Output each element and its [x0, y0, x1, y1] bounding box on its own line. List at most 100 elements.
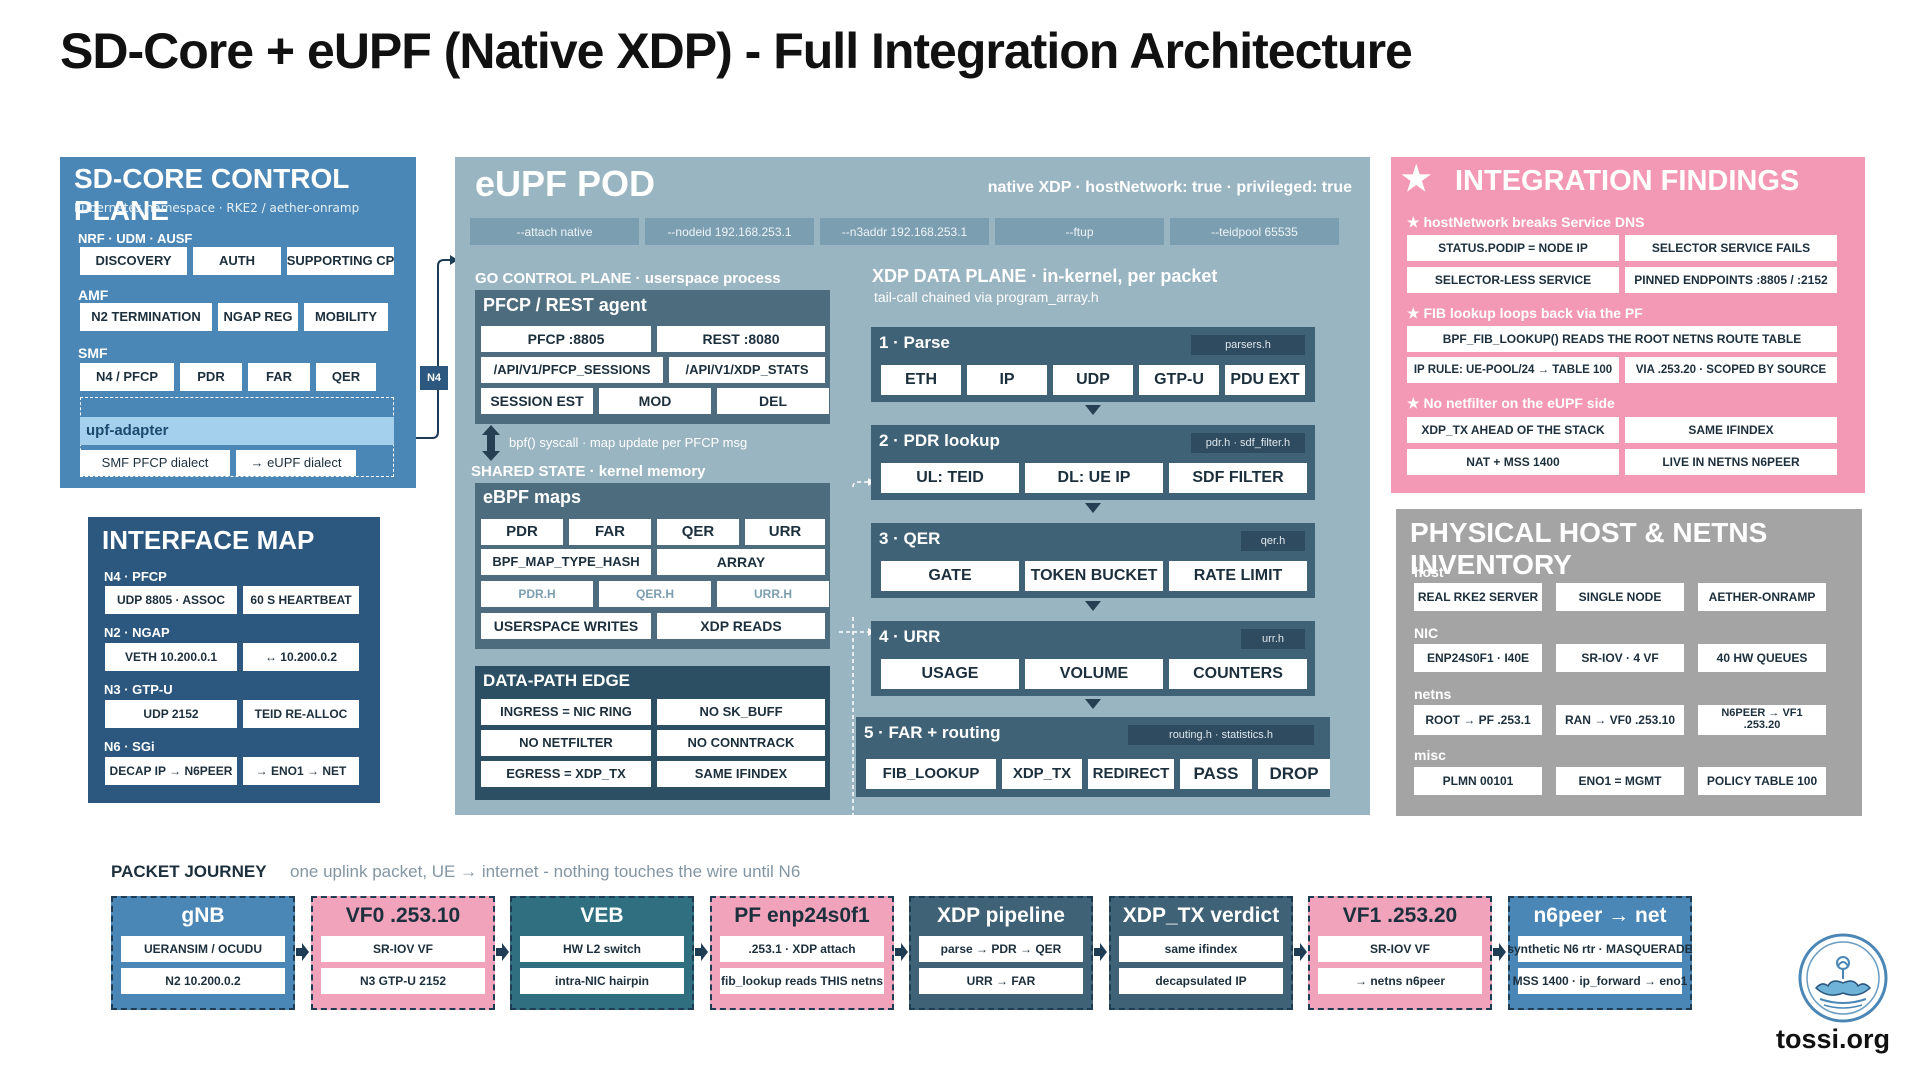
smf-pdr: PDR	[180, 363, 242, 391]
stage-pdr-tag: pdr.h · sdf_filter.h	[1191, 433, 1305, 453]
urr-usage: USAGE	[881, 659, 1019, 689]
stage-parse-tag: parsers.h	[1191, 335, 1305, 355]
netns-group-label: netns	[1414, 686, 1452, 702]
nrf-discovery: DISCOVERY	[80, 247, 187, 275]
amf-ngap-reg: NGAP REG	[218, 303, 298, 331]
brand-name: tossi.org	[1776, 1024, 1891, 1054]
journey-box-title: PF enp24s0f1	[734, 904, 870, 927]
amf-mobility: MOBILITY	[304, 303, 388, 331]
shared-state-header: SHARED STATE · kernel memory	[471, 463, 706, 480]
upf-adapter-label: upf-adapter	[80, 417, 394, 445]
if-n6-eno1: → ENO1 → NET	[243, 757, 359, 785]
session-del: DEL	[717, 388, 829, 414]
journey-box-title: gNB	[181, 904, 225, 927]
eupf-title: eUPF POD	[475, 163, 656, 204]
parse-udp: UDP	[1053, 365, 1133, 395]
stage-qer: 3 · QER qer.h GATE TOKEN BUCKET RATE LIM…	[871, 523, 1315, 598]
journey-arrow-icon	[1294, 943, 1307, 961]
finding-netfilter-label: ★ No netfilter on the eUPF side	[1407, 395, 1615, 411]
map-type-array: ARRAY	[657, 549, 825, 575]
stage-parse-title: 1 · Parse	[879, 333, 950, 352]
api-xdp-stats: /API/V1/XDP_STATS	[669, 357, 825, 383]
edge-no-netfilter: NO NETFILTER	[481, 730, 651, 756]
file-urr-h: URR.H	[717, 581, 829, 607]
findings-title: INTEGRATION FINDINGS	[1455, 165, 1800, 197]
journey-arrow-icon	[1493, 943, 1506, 961]
nic-hw-queues: 40 HW QUEUES	[1698, 644, 1826, 672]
bpf-syscall-arrow	[482, 425, 500, 461]
stage-qer-tag: qer.h	[1241, 531, 1305, 551]
smf-label: SMF	[78, 345, 108, 361]
if-n6-label: N6 · SGi	[104, 739, 155, 754]
journey-box-title: VF0 .253.10	[345, 904, 461, 927]
pfcp-agent-title: PFCP / REST agent	[483, 295, 647, 315]
rest-port: REST :8080	[657, 326, 825, 352]
go-control-plane-header: GO CONTROL PLANE · userspace process	[475, 270, 781, 287]
journey-arrow-icon	[695, 943, 708, 961]
stage-arrow-4	[1085, 699, 1101, 709]
parse-gtpu: GTP-U	[1139, 365, 1219, 395]
edge-no-sk-buff: NO SK_BUFF	[657, 699, 825, 725]
finding-nat-mss: NAT + MSS 1400	[1407, 449, 1619, 475]
edge-egress: EGRESS = XDP_TX	[481, 761, 651, 787]
map-far: FAR	[569, 519, 651, 545]
finding-selectorless: SELECTOR-LESS SERVICE	[1407, 267, 1619, 293]
host-single-node: SINGLE NODE	[1556, 583, 1684, 611]
control-plane-subtitle: Kubernetes namespace · RKE2 / aether-onr…	[74, 201, 360, 215]
urr-volume: VOLUME	[1025, 659, 1163, 689]
stage-parse: 1 · Parse parsers.h ETH IP UDP GTP-U PDU…	[871, 327, 1315, 402]
journey-box-detail: same ifindex	[1119, 936, 1283, 962]
stage-far: 5 · FAR + routing routing.h · statistics…	[856, 717, 1330, 797]
if-n2-veth: VETH 10.200.0.1	[105, 643, 237, 671]
journey-arrow-icon	[496, 943, 509, 961]
finding-scoped-source: VIA .253.20 · SCOPED BY SOURCE	[1625, 357, 1837, 383]
if-n6-decap: DECAP IP → N6PEER	[105, 757, 237, 785]
journey-box-detail: MSS 1400 · ip_forward → eno1	[1513, 968, 1687, 994]
n4-connector	[416, 255, 458, 439]
journey-box-detail: URR → FAR	[919, 968, 1083, 994]
misc-plmn: PLMN 00101	[1414, 767, 1542, 795]
journey-box-detail: SR-IOV VF	[1318, 936, 1482, 962]
far-fib-lookup: FIB_LOOKUP	[866, 759, 996, 789]
misc-eno1-mgmt: ENO1 = MGMT	[1556, 767, 1684, 795]
if-n2-peer: ↔ 10.200.0.2	[243, 643, 359, 671]
page-title: SD-Core + eUPF (Native XDP) - Full Integ…	[60, 23, 1413, 79]
netns-ran: RAN → VF0 .253.10	[1556, 705, 1684, 735]
journey-box-title: XDP_TX verdict	[1122, 904, 1280, 927]
nic-enp24s0f1: ENP24S0F1 · I40E	[1414, 644, 1542, 672]
interface-map-title: INTERFACE MAP	[102, 525, 315, 555]
far-xdp-tx: XDP_TX	[1002, 759, 1082, 789]
stage-qer-title: 3 · QER	[879, 529, 941, 548]
packet-journey-title: PACKET JOURNEY	[111, 862, 267, 881]
n4-tag: N4	[420, 366, 448, 390]
journey-box-title: VF1 .253.20	[1342, 904, 1458, 927]
control-plane-title: SD-CORE CONTROL PLANE	[74, 163, 349, 226]
pfcp-port: PFCP :8805	[481, 326, 651, 352]
stage-pdr: 2 · PDR lookup pdr.h · sdf_filter.h UL: …	[871, 425, 1315, 500]
stage-far-tag: routing.h · statistics.h	[1128, 725, 1314, 745]
netns-root: ROOT → PF .253.1	[1414, 705, 1542, 735]
far-redirect: REDIRECT	[1088, 759, 1174, 789]
finding-ip-rule: IP RULE: UE-POOL/24 → TABLE 100	[1407, 357, 1619, 383]
ebpf-maps-title: eBPF maps	[483, 487, 582, 507]
file-qer-h: QER.H	[599, 581, 711, 607]
adapter-smf-dialect: SMF PFCP dialect	[80, 450, 230, 476]
session-mod: MOD	[599, 388, 711, 414]
finding-fib-root-table: BPF_FIB_LOOKUP() READS THE ROOT NETNS RO…	[1407, 326, 1837, 352]
stage-urr: 4 · URR urr.h USAGE VOLUME COUNTERS	[871, 621, 1315, 696]
tossi-logo-icon	[1798, 933, 1888, 1023]
journey-box-title: XDP pipeline	[937, 904, 1065, 927]
map-urr: URR	[745, 519, 825, 545]
if-n3-teid: TEID RE-ALLOC	[243, 700, 359, 728]
session-est: SESSION EST	[481, 388, 593, 414]
if-n4-label: N4 · PFCP	[104, 569, 167, 584]
journey-box-title: VEB	[580, 904, 624, 927]
far-pass: PASS	[1180, 759, 1252, 789]
control-plane-panel: SD-CORE CONTROL PLANE Kubernetes namespa…	[60, 157, 416, 488]
map-qer: QER	[657, 519, 739, 545]
parse-pdu-ext: PDU EXT	[1225, 365, 1305, 395]
pdr-dl-ue-ip: DL: UE IP	[1025, 463, 1163, 493]
api-pfcp-sessions: /API/V1/PFCP_SESSIONS	[481, 357, 663, 383]
stage-arrow-1	[1085, 405, 1101, 415]
